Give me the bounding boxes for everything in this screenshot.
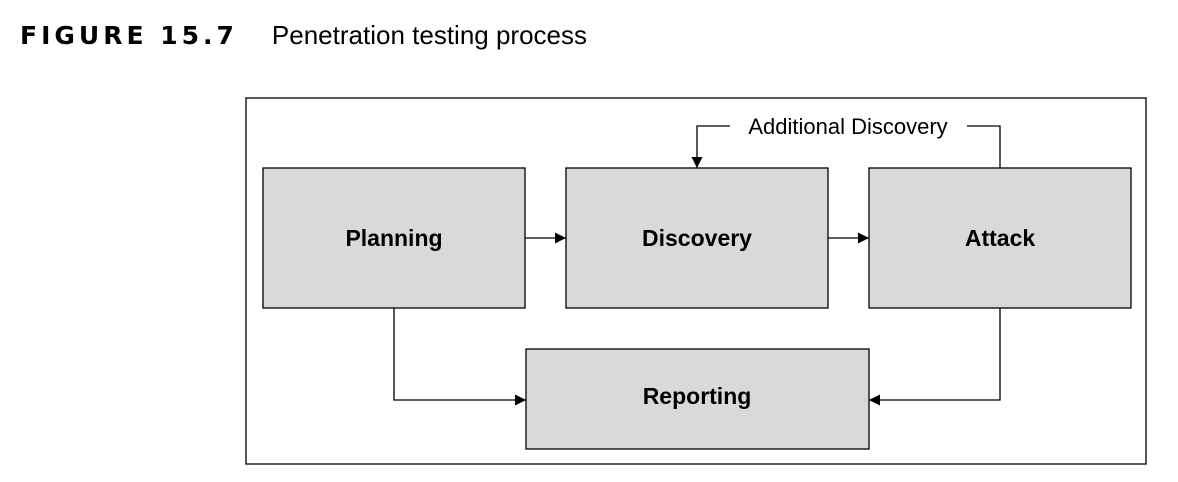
diagram-frame — [245, 97, 1147, 465]
edge-attack-to-reporting — [869, 308, 1001, 406]
node-planning-box — [262, 167, 526, 309]
node-reporting-label: Reporting — [643, 383, 752, 409]
edge-attack-loop-right — [967, 125, 1001, 168]
node-reporting-box — [525, 348, 870, 450]
node-planning: Planning — [262, 167, 526, 309]
node-attack-label: Attack — [965, 225, 1036, 251]
edge-label-additional-discovery: Additional Discovery — [748, 114, 947, 139]
node-attack-box — [868, 167, 1132, 309]
figure-number: FIGURE 15.7 — [20, 21, 238, 50]
node-planning-label: Planning — [345, 225, 442, 251]
node-discovery: Discovery — [565, 167, 829, 309]
node-attack: Attack — [868, 167, 1132, 309]
edge-planning-to-reporting — [393, 308, 526, 406]
node-discovery-box — [565, 167, 829, 309]
figure-title: Penetration testing process — [271, 20, 587, 50]
edge-attack-loop-left — [691, 125, 730, 168]
figure-caption: FIGURE 15.7 Penetration testing process — [20, 20, 587, 56]
node-discovery-label: Discovery — [642, 225, 752, 251]
node-reporting: Reporting — [525, 348, 870, 450]
